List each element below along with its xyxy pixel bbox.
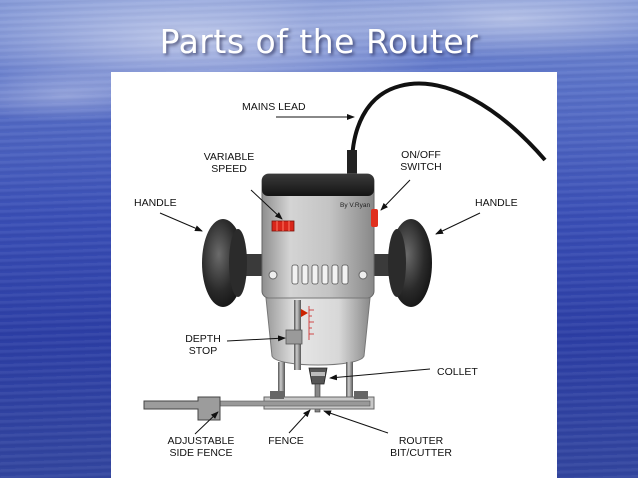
adjustable-side-fence — [143, 396, 221, 421]
motor-vents — [291, 264, 349, 285]
diagram-panel: By V.Ryan — [111, 72, 557, 478]
label-router-bit-line1: ROUTER — [399, 435, 444, 447]
depth-scale — [308, 306, 314, 340]
arrow-variable-speed — [250, 189, 283, 220]
label-fence: FENCE — [268, 435, 304, 447]
arrow-depth-stop — [226, 335, 286, 342]
handle-left — [202, 219, 247, 307]
label-depth-stop-line2: STOP — [189, 345, 217, 357]
label-on-off-line1: ON/OFF — [401, 149, 441, 161]
screw-left — [268, 270, 278, 280]
credit-label: By V.Ryan — [340, 202, 370, 209]
label-collet: COLLET — [437, 366, 478, 378]
side-fence-bar — [203, 400, 371, 407]
label-variable-speed-line1: VARIABLE — [204, 151, 255, 163]
depth-pointer — [301, 309, 308, 317]
screw-right — [358, 270, 368, 280]
arrow-router-bit — [323, 410, 389, 434]
depth-stop-block — [285, 329, 303, 345]
slide-title: Parts of the Router — [159, 22, 479, 61]
mains-lead-cable — [350, 81, 547, 166]
label-variable-speed-line2: SPEED — [211, 163, 247, 175]
arrow-on-off — [380, 179, 411, 211]
plunge-column-left — [278, 362, 285, 400]
motor-top-cap — [262, 174, 374, 196]
lower-housing — [265, 297, 371, 366]
on-off-switch — [371, 209, 378, 227]
label-mains-lead: MAINS LEAD — [242, 101, 306, 113]
label-on-off-line2: SWITCH — [400, 161, 441, 173]
label-handle-right: HANDLE — [475, 197, 518, 209]
label-adjustable-side-fence-line1: ADJUSTABLE — [168, 435, 235, 447]
label-depth-stop-line1: DEPTH — [185, 333, 221, 345]
arrow-handle-right — [435, 212, 481, 235]
arrow-fence — [288, 409, 311, 434]
handle-right — [388, 219, 432, 307]
arrow-adjustable-side-fence — [194, 411, 219, 435]
label-adjustable-side-fence-line2: SIDE FENCE — [169, 447, 232, 459]
router-diagram: By V.Ryan — [134, 81, 547, 459]
arrow-handle-left — [159, 212, 203, 232]
cable-strain-relief — [347, 150, 357, 174]
label-router-bit-line2: BIT/CUTTER — [390, 447, 452, 459]
arrow-collet — [329, 368, 431, 381]
label-handle-left: HANDLE — [134, 197, 177, 209]
plunge-column-right — [346, 362, 353, 400]
